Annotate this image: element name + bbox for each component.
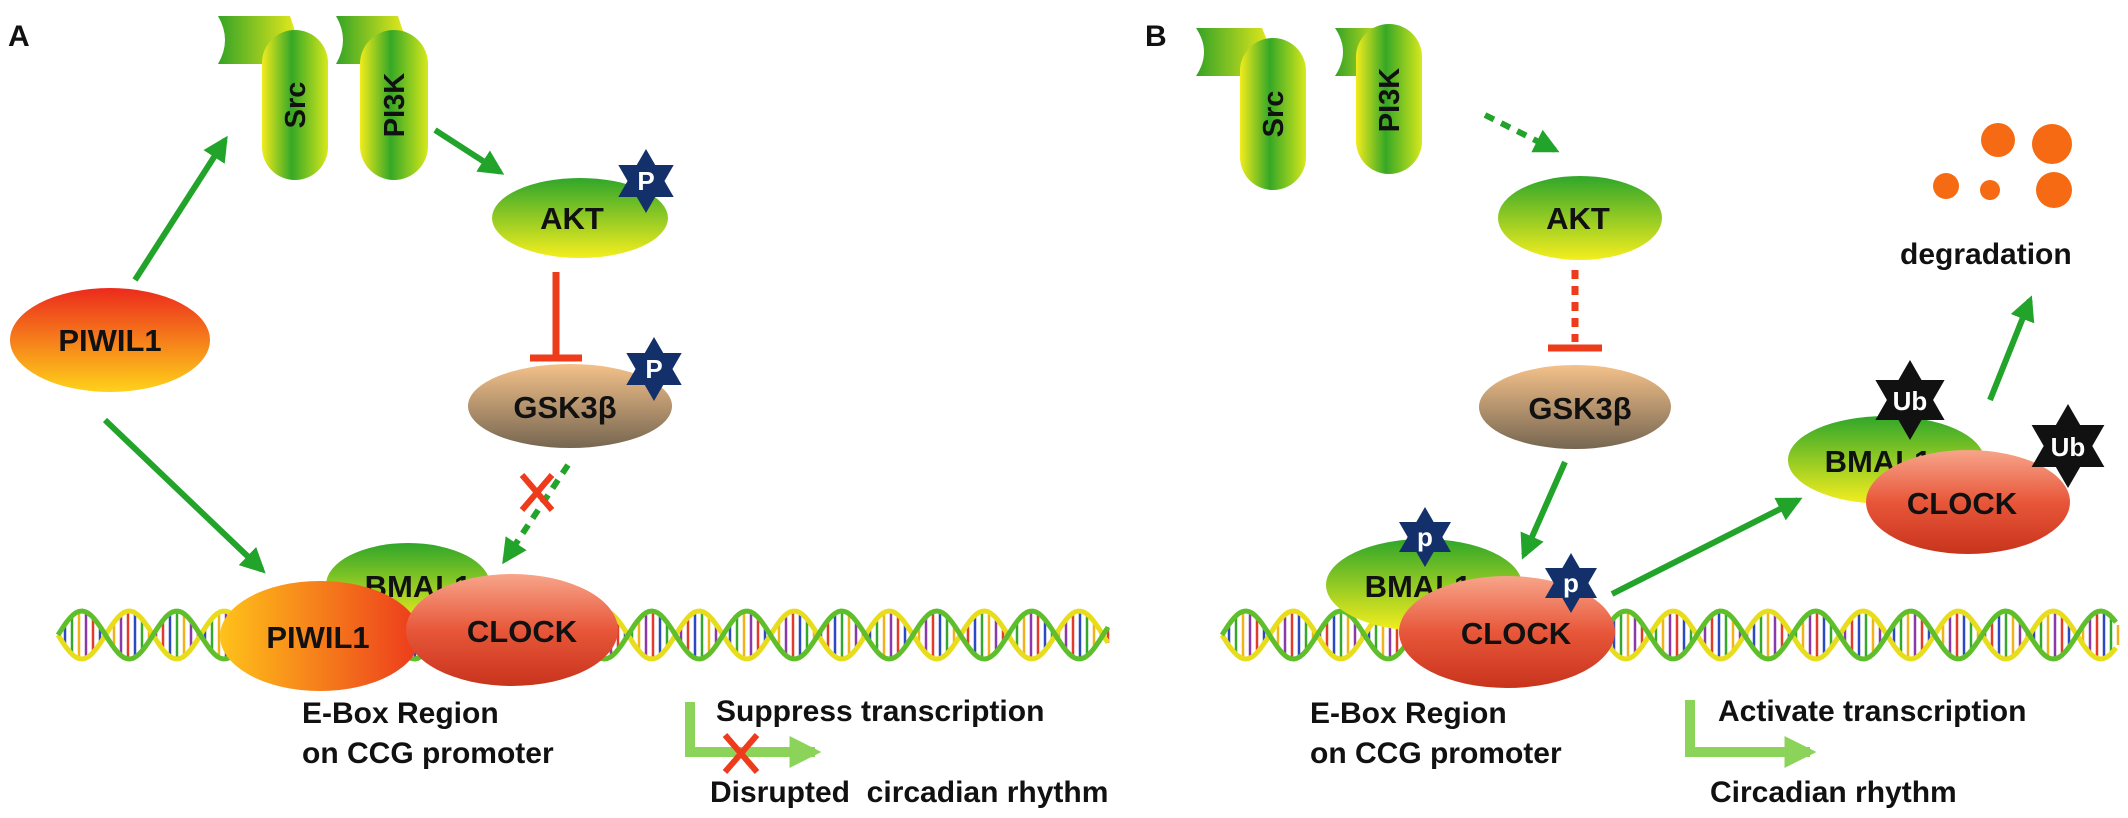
arrow-piwil1-to-dna xyxy=(102,417,266,574)
arrow-pi3k-to-akt xyxy=(433,127,505,175)
arrow-gsk3b-to-bmal1 xyxy=(1520,460,1568,560)
gsk3b-label: GSK3β xyxy=(513,390,616,425)
src-receptor: Src xyxy=(1196,28,1306,190)
ubiquitin-star-icon xyxy=(2031,404,2105,488)
phospho-label: p xyxy=(1417,522,1433,552)
arrow-to-degradation xyxy=(1987,295,2035,402)
panel-b-letter: B xyxy=(1145,20,1167,53)
panel-a: A Src PI3K PIWIL1 AKT P xyxy=(8,16,1111,809)
rhythm-label: Circadian rhythm xyxy=(1710,776,1957,809)
akt-label: AKT xyxy=(1546,201,1610,236)
gsk3b-node: GSK3β P xyxy=(468,337,682,448)
clock-bmal1-piwil1-complex: BMAL1 PIWIL1 CLOCK xyxy=(220,543,618,691)
ubiquitin-star-icon xyxy=(1875,360,1945,440)
gsk3b-node: GSK3β xyxy=(1479,365,1671,449)
arrow-gsk3b-to-clock-blocked xyxy=(502,463,571,565)
phospho-star-icon xyxy=(1399,507,1451,567)
degradation-label: degradation xyxy=(1900,238,2072,271)
phospho-star-icon xyxy=(1545,553,1597,613)
src-receptor: Src xyxy=(218,16,328,180)
blocked-x-icon xyxy=(722,733,760,774)
transcription-arrow-icon xyxy=(685,702,822,769)
pi3k-receptor: PI3K xyxy=(1335,24,1422,174)
phospho-star-icon xyxy=(618,149,674,213)
rhythm-label: Disrupted circadian rhythm xyxy=(710,776,1108,809)
transcription-arrow-icon xyxy=(1685,700,1817,769)
pi3k-receptor: PI3K xyxy=(336,16,428,180)
ebox-line1: E-Box Region xyxy=(302,697,499,730)
src-label: Src xyxy=(280,82,312,129)
clock-label: CLOCK xyxy=(1461,616,1572,651)
panel-a-letter: A xyxy=(8,20,30,53)
blocked-x-icon xyxy=(519,473,555,512)
phospho-label: p xyxy=(1563,568,1579,598)
clock-ub-label: CLOCK xyxy=(1907,486,2018,521)
degradation-fragments-icon xyxy=(1933,123,2072,208)
transcription-label: Activate transcription xyxy=(1718,695,2026,728)
phospho-star-icon xyxy=(626,337,682,401)
bmal1-clock-complex: BMAL1 p CLOCK p xyxy=(1326,507,1615,688)
ubiquitinated-complex: BMAL1 Ub CLOCK Ub xyxy=(1788,360,2105,554)
panel-b: B Src PI3K AKT GSK3β BMAL1 p xyxy=(1145,20,2120,809)
transcription-label: Suppress transcription xyxy=(716,695,1044,728)
clock-label: CLOCK xyxy=(467,614,578,649)
piwil1-node: PIWIL1 xyxy=(10,288,210,392)
piwil1-bound-label: PIWIL1 xyxy=(266,620,369,655)
akt-label: AKT xyxy=(540,201,604,236)
ubiquitin-label: Ub xyxy=(1893,386,1928,416)
ubiquitin-label: Ub xyxy=(2051,432,2086,462)
piwil1-label: PIWIL1 xyxy=(58,323,161,358)
arrow-pi3k-to-akt-weak xyxy=(1483,112,1560,153)
pi3k-label: PI3K xyxy=(1374,68,1406,133)
arrow-complex-release xyxy=(1610,497,1803,597)
ebox-line1: E-Box Region xyxy=(1310,697,1507,730)
akt-node: AKT P xyxy=(492,149,674,258)
phospho-label: P xyxy=(637,166,654,196)
pi3k-label: PI3K xyxy=(379,73,411,138)
phospho-label: P xyxy=(645,354,662,384)
gsk3b-label: GSK3β xyxy=(1528,391,1631,426)
ebox-line2: on CCG promoter xyxy=(1310,737,1562,770)
akt-node: AKT xyxy=(1498,176,1662,260)
arrow-piwil1-to-src xyxy=(132,135,228,282)
ebox-line2: on CCG promoter xyxy=(302,737,554,770)
src-label: Src xyxy=(1258,91,1290,138)
